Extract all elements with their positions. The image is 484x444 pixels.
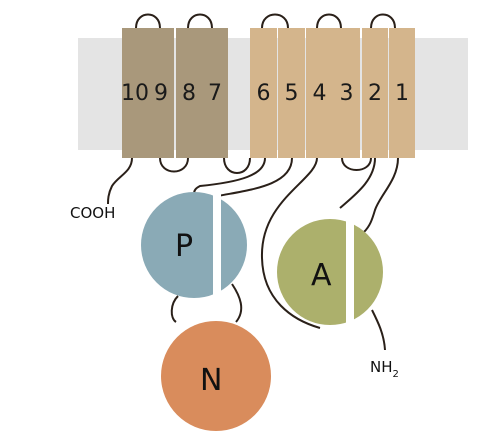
- helix-9: 9: [148, 28, 174, 158]
- helix-label-9: 9: [154, 81, 168, 106]
- cytoplasmic-loops: [159, 157, 372, 174]
- helix-label-10: 10: [121, 81, 149, 106]
- loop-3-2-bottom: [341, 157, 372, 171]
- helix-label-2: 2: [368, 81, 382, 106]
- connector-a-to-nh2: [371, 309, 386, 351]
- connector-h4-to-a: [260, 157, 321, 329]
- loop-8-7-top: [187, 13, 213, 29]
- n-terminus-base: NH: [370, 358, 393, 376]
- loop-9-8-bottom: [159, 157, 189, 173]
- helix-10: 10: [121, 28, 149, 158]
- helix-bar-1: [389, 28, 415, 158]
- helix-bar-5: [278, 28, 305, 158]
- loop-6-5-top: [261, 13, 289, 29]
- helix-8: 8: [176, 28, 202, 158]
- helix-bar-8: [176, 28, 202, 158]
- connector-h2-to-a: [339, 157, 376, 209]
- helix-bar-6: [250, 28, 277, 158]
- a-domain-gap: [346, 215, 354, 331]
- helix-4: 4: [306, 28, 333, 158]
- helix-bar-10: [122, 28, 148, 158]
- n-terminus-subscript: 2: [393, 369, 399, 380]
- connector-p-to-n-left: [170, 295, 179, 323]
- a-domain-circle: [277, 219, 383, 325]
- helix-bar-3: [333, 28, 360, 158]
- loop-4-3-top: [316, 13, 342, 29]
- loop-7-6-bottom: [223, 157, 251, 174]
- p-domain: P: [141, 188, 247, 304]
- helix-label-4: 4: [313, 81, 327, 106]
- c-terminus-label: COOH: [70, 204, 115, 222]
- helix-bar-9: [148, 28, 174, 158]
- connector-h6-to-p: [193, 157, 266, 195]
- helix-2: 2: [362, 28, 388, 158]
- p-domain-circle: [141, 192, 247, 298]
- helix-6: 6: [250, 28, 277, 158]
- n-domain-circle: [161, 321, 271, 431]
- helix-bar-7: [202, 28, 228, 158]
- helix-label-7: 7: [208, 81, 222, 106]
- helix-label-8: 8: [182, 81, 196, 106]
- extracellular-loops: [135, 13, 396, 29]
- c-terminus-tail: [107, 157, 133, 205]
- helix-1: 1: [389, 28, 415, 158]
- helix-label-3: 3: [340, 81, 354, 106]
- helix-bar-4: [306, 28, 333, 158]
- helix-label-1: 1: [395, 81, 409, 106]
- helix-5: 5: [278, 28, 305, 158]
- p-domain-gap: [213, 188, 221, 304]
- connector-h1-to-nh2: [363, 157, 399, 233]
- helix-label-6: 6: [257, 81, 271, 106]
- n-domain-label: N: [200, 363, 222, 398]
- helix-3: 3: [333, 28, 360, 158]
- a-domain-label: A: [311, 258, 332, 293]
- loop-2-1-top: [370, 13, 396, 29]
- helix-label-5: 5: [285, 81, 299, 106]
- p-domain-label: P: [175, 229, 193, 264]
- n-terminus-label: NH2: [370, 358, 399, 380]
- connector-p-to-n-right: [231, 283, 243, 323]
- a-domain: A: [277, 215, 383, 331]
- loop-10-9-top: [135, 13, 161, 29]
- helix-bar-2: [362, 28, 388, 158]
- helix-7: 7: [202, 28, 228, 158]
